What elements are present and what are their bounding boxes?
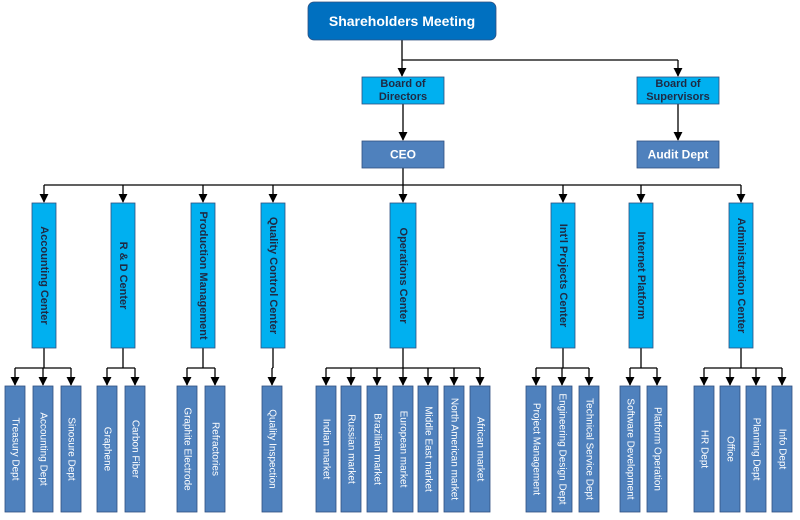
dept-box-2-1 xyxy=(204,385,226,513)
dept-label-4-4: Middle East market xyxy=(423,406,434,492)
dept-box-5-1 xyxy=(551,385,573,513)
dept-box-0-1 xyxy=(32,385,54,513)
dept-box-4-6 xyxy=(469,385,491,513)
ceo-label: CEO xyxy=(390,148,416,162)
dept-label-0-0: Treasury Dept xyxy=(10,418,21,481)
board-of-directors-label-line2: Directors xyxy=(379,91,427,103)
center-label-7: Administration Center xyxy=(735,218,747,334)
dept-label-4-0: Indian market xyxy=(321,419,332,480)
dept-label-4-2: Brazilian market xyxy=(372,413,383,485)
dept-box-4-5 xyxy=(443,385,465,513)
dept-label-7-1: Office xyxy=(725,436,736,462)
dept-label-0-1: Accounting Dept xyxy=(38,412,49,486)
dept-label-0-2: Sinosure Dept xyxy=(66,417,77,481)
center-label-3: Quality Control Center xyxy=(267,217,279,335)
shareholders-meeting-box xyxy=(307,1,497,41)
dept-box-6-0 xyxy=(619,385,641,513)
center-label-5: Int'l Projects Center xyxy=(557,224,569,328)
center-box-0 xyxy=(31,202,57,349)
center-box-2 xyxy=(190,202,216,349)
dept-label-6-1: Platform Operation xyxy=(652,407,663,491)
audit-dept-box xyxy=(636,140,720,169)
center-box-1 xyxy=(110,202,136,349)
dept-box-5-2 xyxy=(578,385,600,513)
dept-box-7-3 xyxy=(771,385,793,513)
board-of-supervisors-box xyxy=(636,76,720,105)
center-box-5 xyxy=(550,202,576,349)
dept-label-5-2: Technical Service Dept xyxy=(584,398,595,500)
center-label-1: R & D Center xyxy=(117,242,129,311)
dept-label-2-1: Refractories xyxy=(210,422,221,476)
dept-box-1-1 xyxy=(124,385,146,513)
dept-label-1-1: Carbon Fiber xyxy=(130,420,141,479)
dept-label-3-0: Quality Inspection xyxy=(267,409,278,489)
center-label-2: Production Management xyxy=(197,211,209,340)
dept-box-0-0 xyxy=(4,385,26,513)
center-box-4 xyxy=(389,202,417,349)
board-of-supervisors-label-line2: Supervisors xyxy=(646,91,710,103)
dept-label-7-3: Info Dept xyxy=(777,429,788,470)
board-of-supervisors-label-line1: Board of xyxy=(655,78,701,90)
dept-label-2-0: Graphite Electrode xyxy=(182,407,193,491)
ceo-box xyxy=(361,140,445,169)
connector-lines xyxy=(10,40,787,386)
dept-label-4-3: European market xyxy=(398,411,409,488)
center-label-0: Accounting Center xyxy=(38,226,50,325)
dept-box-4-3 xyxy=(392,385,414,513)
audit-dept-label: Audit Dept xyxy=(648,148,709,162)
board-of-directors-box xyxy=(361,76,445,105)
dept-label-5-0: Project Management xyxy=(531,403,542,495)
dept-box-7-2 xyxy=(745,385,767,513)
dept-box-4-1 xyxy=(340,385,362,513)
dept-box-7-1 xyxy=(719,385,741,513)
dept-box-0-2 xyxy=(60,385,82,513)
dept-box-2-0 xyxy=(176,385,198,513)
dept-label-6-0: Software Development xyxy=(625,398,636,499)
dept-label-5-1: Engineering Design Dept xyxy=(557,393,568,504)
dept-box-6-1 xyxy=(646,385,668,513)
dept-label-4-1: Russian market xyxy=(346,414,357,484)
dept-label-1-0: Graphene xyxy=(102,427,113,472)
dept-box-1-0 xyxy=(96,385,118,513)
dept-box-4-4 xyxy=(417,385,439,513)
center-label-4: Operations Center xyxy=(397,228,409,325)
center-box-6 xyxy=(628,202,654,349)
center-label-6: Internet Platform xyxy=(635,231,647,319)
center-box-7 xyxy=(728,202,754,349)
dept-label-4-6: African market xyxy=(475,417,486,482)
center-box-3 xyxy=(260,202,286,349)
dept-label-7-2: Planning Dept xyxy=(751,418,762,481)
dept-box-4-0 xyxy=(315,385,337,513)
dept-label-7-0: HR Dept xyxy=(699,430,710,469)
dept-box-5-0 xyxy=(525,385,547,513)
dept-box-7-0 xyxy=(693,385,715,513)
board-of-directors-label-line1: Board of xyxy=(380,78,426,90)
dept-box-3-0 xyxy=(261,385,283,513)
dept-label-4-5: North American market xyxy=(449,398,460,500)
shareholders-meeting-label: Shareholders Meeting xyxy=(329,13,475,29)
dept-box-4-2 xyxy=(366,385,388,513)
